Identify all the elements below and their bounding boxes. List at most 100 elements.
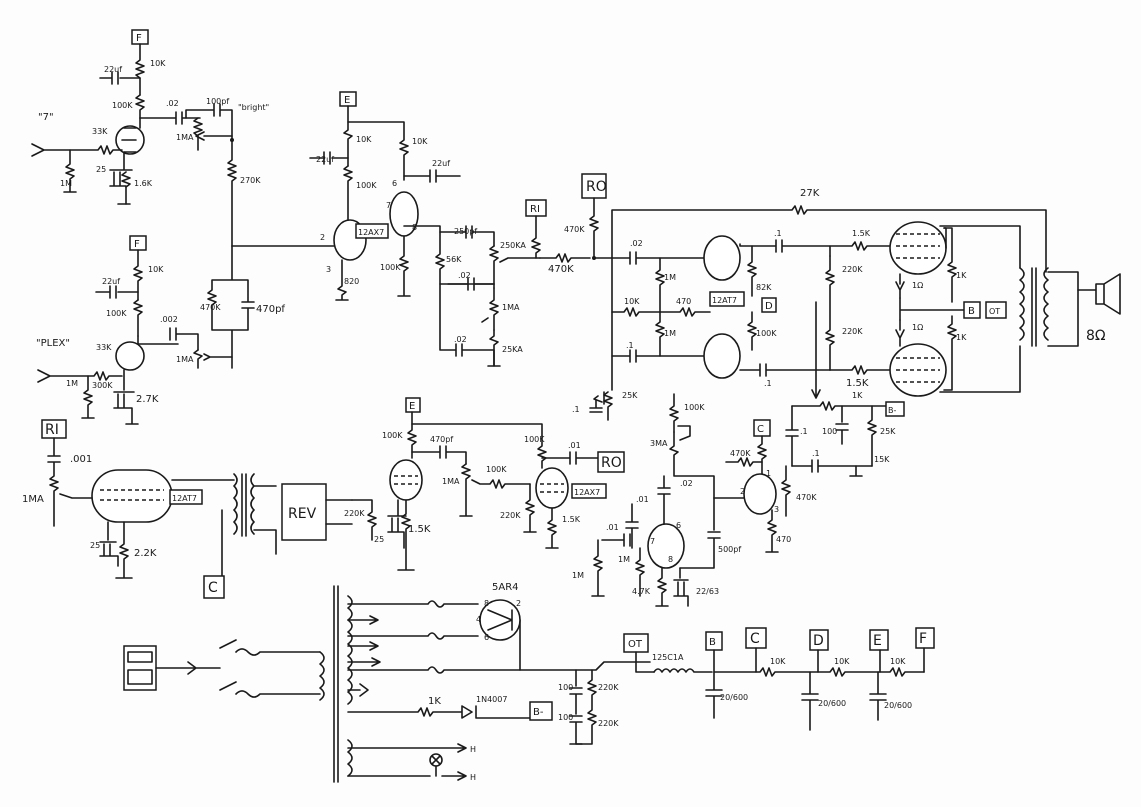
preamp-plex-stage: F 10K 22uf 100K .002 1MA 470K 470pf "PLE… — [36, 235, 285, 425]
tube-pi-b — [703, 333, 741, 379]
r-25k-bias-label: 25K — [880, 427, 896, 436]
pin-8c-label: 8 — [484, 599, 489, 608]
heater-h2-label: H — [470, 773, 476, 782]
r-100k-rec2-label: 100K — [486, 465, 507, 474]
c-470pf-mix-label: 470pf — [256, 304, 285, 315]
r-1m-trem2-label: 1M — [618, 555, 630, 564]
tag-bminus-supply: B- — [533, 707, 544, 718]
tube-pi-label: 12AT7 — [712, 296, 737, 305]
pot-1ma-rec-label: 1MA — [442, 477, 460, 486]
tube-recovery-a — [389, 459, 423, 501]
tube-reverb-label-box — [169, 489, 203, 505]
r-22k-rev-label: 2.2K — [134, 548, 157, 559]
reverb-mix-top: RI 470K RO 470K 27K — [525, 173, 1047, 275]
tag-box-supply-d — [809, 629, 829, 651]
c-22uf-pre2-label: 22uf — [102, 277, 120, 286]
c-100-sup2-label: 100 — [558, 713, 573, 722]
r-56k-label: 56K — [446, 255, 462, 264]
r-1m-bot-label: 1M — [66, 379, 78, 388]
r-1k-g2-label: 1K — [956, 333, 967, 342]
r-100k-drv2-label: 100K — [380, 263, 401, 272]
pin-2b-label: 2 — [740, 487, 745, 496]
r-10k-drv1-label: 10K — [356, 135, 372, 144]
r-15k-s2-label: 1.5K — [846, 378, 869, 389]
pin-3b-label: 3 — [774, 505, 779, 514]
reverb-driver: RI .001 1MA 12AT7 2.2K 25 C REV — [22, 419, 353, 599]
tag-supply-c: C — [750, 631, 760, 647]
tube-pi-a — [703, 235, 741, 281]
c-20-600-3-label: 20/600 — [884, 701, 912, 710]
r-470k-trem-label: 470K — [730, 449, 751, 458]
r-270k-label: 270K — [240, 176, 261, 185]
r-1m-trem-label: 1M — [572, 571, 584, 580]
tag-supply-ot: OT — [628, 639, 643, 650]
r-1m-pi1-label: 1M — [664, 273, 676, 282]
c-02-top-label: .02 — [166, 99, 179, 108]
tube-reverb-driver — [91, 469, 173, 523]
c-25-top-label: 25 — [96, 165, 106, 174]
c-470pf-rec-label: 470pf — [430, 435, 453, 444]
r-47k-trem-label: 4.7K — [632, 587, 651, 596]
c-22-trem-label: 22/63 — [696, 587, 719, 596]
pin-6c-label: 6 — [484, 633, 489, 642]
phase-inverter: .02 1M 10K 470 1M .1 12AT7 .1 82K D 100K… — [593, 229, 893, 399]
tube-pi-label-box — [709, 291, 745, 307]
input-plex-label: "PLEX" — [36, 338, 70, 349]
v2-gain-stage: E 10K 10K 22uf 22uf 100K 12AX7 7 6 8 2 3… — [231, 91, 461, 301]
c-1-pi-label: .1 — [626, 341, 634, 350]
c-02-tone-label: .02 — [458, 271, 471, 280]
tremolo-oscillator: 25K .1 100K 3MA .02 .01 .01 1M 1M 6 7 8 … — [572, 355, 817, 607]
c-01-trem-label: .01 — [636, 495, 649, 504]
reverb-recovery: E 100K 470pf 1MA 100K 220K 25 1.5K 100K … — [344, 397, 625, 571]
r-820-label: 820 — [344, 277, 359, 286]
input-7-label: "7" — [38, 112, 54, 123]
tag-driver-top: E — [344, 95, 350, 106]
r-15k-rec1-label: 1.5K — [408, 524, 431, 535]
tag-pre-top: F — [136, 33, 142, 44]
power-amp: 1Ω 1Ω 1K 1K B OT 8Ω — [889, 221, 1121, 397]
r-10k-s3-label: 10K — [890, 657, 906, 666]
pin-7b-label: 7 — [650, 537, 655, 546]
tag-supply-e: E — [873, 633, 882, 649]
r-15k-s1-label: 1.5K — [852, 229, 871, 238]
tag-box-ro-mid — [597, 451, 625, 473]
tube-recovery-label-box — [571, 483, 607, 499]
tag-b-power: B — [968, 306, 975, 317]
bright-label: "bright" — [238, 103, 269, 112]
r-220k-1-label: 220K — [842, 265, 863, 274]
c-1-pi2-label: .1 — [774, 229, 782, 238]
tag-bminus-bias: B- — [888, 406, 896, 415]
c-20-600-1-label: 20/600 — [720, 693, 748, 702]
c-100-bias-label: 100 — [822, 427, 837, 436]
c-1-bias2-label: .1 — [812, 449, 820, 458]
tag-box-ot-power — [985, 301, 1007, 319]
pin-8b-label: 8 — [668, 555, 673, 564]
r-100k-pi-label: 100K — [756, 329, 777, 338]
c-01-rec-label: .01 — [568, 441, 581, 450]
pin-6-label: 6 — [392, 179, 397, 188]
c-100-sup1-label: 100 — [558, 683, 573, 692]
r-100k-rec3-label: 100K — [524, 435, 545, 444]
diode-label: 1N4007 — [476, 695, 507, 704]
r-10k-s1-label: 10K — [770, 657, 786, 666]
r-10k-pre2-label: 10K — [148, 265, 164, 274]
r-1r-2-label: 1Ω — [912, 323, 923, 332]
r-100k-rec1-label: 100K — [382, 431, 403, 440]
power-tube-1 — [889, 221, 947, 275]
r-470-trem-label: 470 — [776, 535, 791, 544]
tag-box-c-bottom — [203, 575, 225, 599]
tag-supply-f: F — [919, 631, 927, 647]
pot-25ka-label: 25KA — [502, 345, 523, 354]
c-02-trem-label: .02 — [680, 479, 693, 488]
r-470k-trem2-label: 470K — [796, 493, 817, 502]
pot-250ka-label: 250KA — [500, 241, 526, 250]
r-100k-trem-label: 100K — [684, 403, 705, 412]
c-22uf-drv2-label: 22uf — [432, 159, 450, 168]
c-02-pi-label: .02 — [630, 239, 643, 248]
tag-box-supply-e — [869, 629, 889, 651]
tag-d-pi: D — [765, 301, 773, 312]
pin-1b-label: 1 — [766, 469, 771, 478]
c-25-rec-label: 25 — [374, 535, 384, 544]
pin-7-label: 7 — [386, 201, 391, 210]
tag-supply-d: D — [813, 633, 824, 649]
